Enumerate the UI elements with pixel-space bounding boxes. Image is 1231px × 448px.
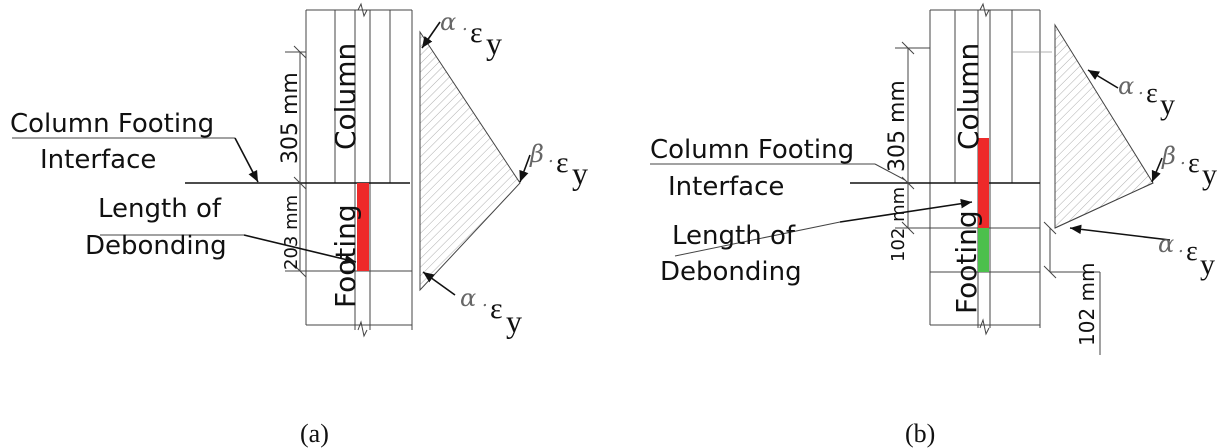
dim-lower-label-a: 203 mm bbox=[281, 195, 302, 270]
svg-text:.: . bbox=[462, 14, 468, 35]
footing-label-a: Footing bbox=[329, 204, 362, 308]
debond-label-line1-b: Length of bbox=[672, 221, 796, 251]
strain-mid-symbol-b: ε bbox=[1188, 148, 1200, 179]
svg-text:.: . bbox=[548, 146, 554, 167]
strain-top-symbol-b: ε bbox=[1146, 78, 1158, 109]
svg-text:.: . bbox=[1178, 236, 1184, 257]
strain-top-symbol-a: ε bbox=[470, 16, 483, 49]
debond-bar-red-b bbox=[978, 138, 989, 228]
dim-upper-label-a: 305 mm bbox=[278, 72, 303, 164]
dim-upper-label-b: 305 mm bbox=[885, 80, 910, 172]
column-outline-b bbox=[929, 2, 1052, 328]
leader-mid-strain-b bbox=[1151, 157, 1163, 183]
strain-top-coef-b: α bbox=[1118, 72, 1134, 100]
debond-leader-a bbox=[243, 234, 357, 265]
footing-outline-b bbox=[929, 183, 1040, 336]
panel-b: Column Footing Interface Column Footing … bbox=[650, 2, 1217, 448]
interface-label-line1-b: Column Footing bbox=[650, 135, 854, 165]
interface-label-line1-a: Column Footing bbox=[10, 109, 214, 139]
footing-label-b: Footing bbox=[950, 210, 983, 314]
strain-mid-coef-b: β bbox=[1161, 142, 1176, 170]
strain-profile-b bbox=[1054, 23, 1154, 229]
debond-label-line2-a: Debonding bbox=[85, 231, 227, 261]
interface-leader-a bbox=[234, 137, 259, 183]
debond-bar-green-b bbox=[978, 228, 989, 272]
debond-leader-b bbox=[839, 198, 973, 223]
strain-bottom-symbol-b: ε bbox=[1186, 236, 1198, 267]
interface-label-line2-b: Interface bbox=[668, 172, 784, 202]
svg-text:.: . bbox=[482, 290, 488, 311]
strain-bottom-coef-b: α bbox=[1158, 230, 1174, 258]
leader-bottom-strain-a bbox=[422, 271, 456, 296]
svg-text:.: . bbox=[1138, 78, 1144, 99]
caption-a: (a) bbox=[300, 419, 329, 448]
strain-mid-sub-a: y bbox=[572, 155, 588, 191]
debond-bar-a bbox=[357, 183, 369, 271]
caption-b: (b) bbox=[905, 419, 935, 448]
dim-right-label-b: 102 mm bbox=[1075, 263, 1099, 347]
strain-mid-coef-a: β bbox=[529, 140, 544, 168]
column-outline-a bbox=[305, 2, 413, 330]
strain-bottom-coef-a: α bbox=[460, 284, 476, 312]
strain-top-sub-a: y bbox=[486, 25, 502, 61]
leader-top-strain-a bbox=[421, 21, 441, 49]
strain-mid-symbol-a: ε bbox=[556, 146, 569, 179]
debond-label-line1-a: Length of bbox=[98, 194, 222, 224]
leader-top-strain-b bbox=[1087, 69, 1119, 89]
leader-bottom-strain-b bbox=[1069, 224, 1171, 241]
strain-bottom-sub-a: y bbox=[506, 303, 522, 339]
strain-mid-sub-b: y bbox=[1202, 158, 1217, 191]
strain-top-coef-a: α bbox=[440, 8, 456, 36]
dimension-lines-a bbox=[285, 45, 307, 278]
debond-label-line2-b: Debonding bbox=[660, 257, 802, 287]
footing-outline-a bbox=[305, 183, 412, 338]
strain-bottom-sub-b: y bbox=[1200, 248, 1215, 281]
interface-label-line2-a: Interface bbox=[40, 145, 156, 175]
strain-top-sub-b: y bbox=[1160, 88, 1175, 121]
panel-a: Column Footing Interface Column Footing … bbox=[10, 2, 588, 448]
column-label-b: Column bbox=[952, 43, 985, 150]
strain-bottom-symbol-a: ε bbox=[490, 292, 503, 325]
leader-mid-strain-a bbox=[519, 154, 531, 183]
strain-profile-a bbox=[419, 30, 521, 292]
svg-text:.: . bbox=[1180, 148, 1186, 169]
dim-lower-label-b: 102 mm bbox=[888, 187, 909, 262]
column-label-a: Column bbox=[329, 43, 362, 150]
dimension-lines-b bbox=[895, 41, 1101, 355]
